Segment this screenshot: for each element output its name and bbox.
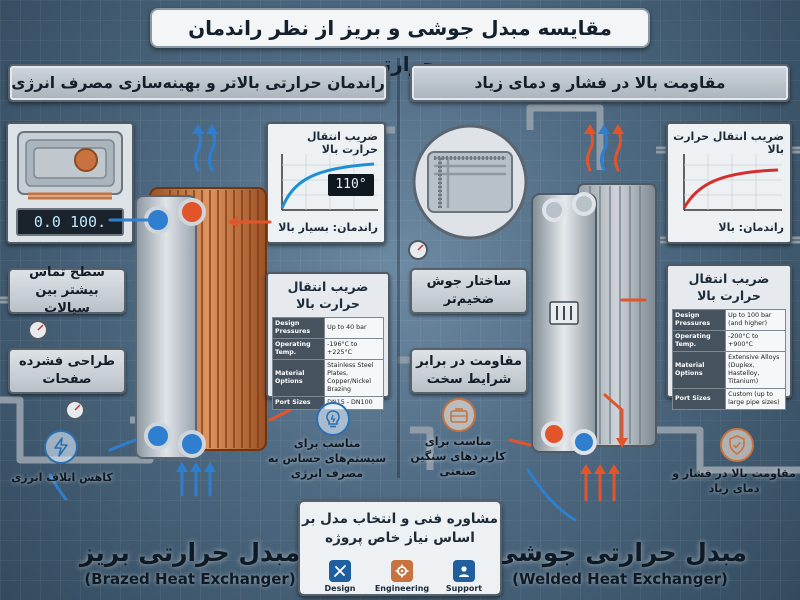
weld-closeup-illustration (412, 124, 528, 240)
energy-bolt-icon (44, 430, 78, 464)
left-efficiency-chart: ضریب انتقال حرارت بالا 110° راندمان: بسی… (266, 122, 386, 244)
right-callout-harsh-conditions: مقاومت در برابر شرایط سخت (410, 348, 528, 394)
page-title: مقایسه مبدل جوشی و بریز از نظر راندمان ح… (150, 8, 650, 76)
weld-closeup (410, 122, 530, 244)
consultation-box: مشاوره فنی و انتخاب مدل بر اساس نیاز خاص… (298, 500, 502, 596)
spec-key: Operating Temp. (271, 338, 326, 360)
welded-title: مبدل حرارتی جوشی (492, 538, 747, 567)
right-industrial-note: مناسب برای کاربردهای سنگین صنعتی (410, 435, 506, 478)
spec-key: Material Options (271, 359, 326, 397)
right-chart-label: ضریب انتقال حرارت بالا (673, 130, 784, 156)
service-design: Design (310, 560, 370, 593)
right-efficiency-chart: ضریب انتقال حرارت بالا راندمان: بالا (666, 122, 792, 244)
welded-subtitle: (Welded Heat Exchanger) (512, 570, 728, 588)
right-chart-curve (682, 168, 779, 209)
left-spec-heading: ضریب انتقال حرارت بالا (287, 279, 369, 311)
left-flow-arrows (48, 124, 292, 500)
spec-value: Custom (up to large pipe sizes) (725, 388, 786, 410)
left-callout-contact-surface: سطح تماس بیشتر بین سیالات (8, 265, 126, 316)
right-section-header: مقاومت بالا در فشار و دمای زیاد (410, 64, 790, 102)
table-row: Operating Temp.-196°C to +225°C (271, 338, 384, 360)
brazed-subtitle: (Brazed Heat Exchanger) (84, 570, 296, 588)
consultation-text: مشاوره فنی و انتخاب مدل بر اساس نیاز خاص… (301, 511, 499, 546)
spec-value: Up to 40 bar (324, 317, 384, 339)
right-spec-heading: ضریب انتقال حرارت بالا (688, 271, 770, 303)
left-chart-caption: راندمان: بسیار بالا (278, 221, 378, 234)
design-tools-icon (329, 560, 351, 582)
plate-closeup-panel: 0.0 100. (6, 122, 134, 244)
service-label: Engineering (374, 584, 430, 593)
plate-closeup-illustration (17, 131, 123, 200)
left-chart-readout: 110° (328, 174, 374, 196)
spec-value: Up to 100 bar (and higher) (725, 309, 786, 331)
spec-key: Design Pressures (671, 309, 727, 331)
table-row: Operating Temp.-200°C to +900°C (671, 330, 786, 352)
right-callout-weld-structure: ساختار جوش ضخیم‌تر (410, 268, 528, 314)
right-chart-graph (682, 154, 782, 211)
spec-value: -200°C to +900°C (725, 330, 786, 352)
spec-value: -196°C to +225°C (324, 338, 384, 360)
left-callout-compact-design: طراحی فشرده صفحات (8, 348, 126, 394)
support-person-icon (453, 560, 475, 582)
service-label: Support (445, 584, 483, 593)
left-chart-label: ضریب انتقال حرارت بالا (306, 130, 378, 156)
right-pressure-note: مقاومت بالا در فشار و دمای زیاد (672, 467, 796, 495)
service-label: Design (324, 584, 356, 593)
left-suitability-note: مناسب برای سیستم‌های حساس به مصرف انرژی (267, 437, 387, 480)
spec-value: Stainless Steel Plates, Copper/Nickel Br… (324, 359, 384, 397)
lightbulb-icon (316, 402, 350, 436)
brazed-title: مبدل حرارتی بریز (79, 538, 301, 567)
spec-value: Extensive Alloys (Duplex, Hastelloy, Tit… (725, 351, 786, 389)
spec-key: Design Pressures (271, 317, 326, 339)
shield-check-icon (720, 428, 754, 462)
spec-key: Port Sizes (271, 396, 326, 410)
service-support: Support (434, 560, 494, 593)
spec-key: Port Sizes (671, 388, 727, 410)
left-energy-note: کاهش اتلاف انرژی (11, 471, 113, 484)
left-section-header: راندمان حرارتی بالاتر و بهینه‌سازی مصرف … (8, 64, 388, 102)
spec-key: Operating Temp. (671, 330, 727, 352)
brazed-heat-exchanger (135, 187, 267, 459)
service-engineering: Engineering (372, 560, 432, 593)
digital-display: 0.0 100. (16, 208, 124, 236)
right-flow-arrows (508, 124, 647, 522)
right-chart-caption: راندمان: بالا (718, 221, 784, 234)
spec-key: Material Options (671, 351, 727, 389)
briefcase-icon (442, 398, 476, 432)
center-divider (397, 58, 400, 478)
left-chart-curve (280, 162, 375, 209)
welded-heat-exchanger (531, 183, 657, 455)
gear-icon (391, 560, 413, 582)
